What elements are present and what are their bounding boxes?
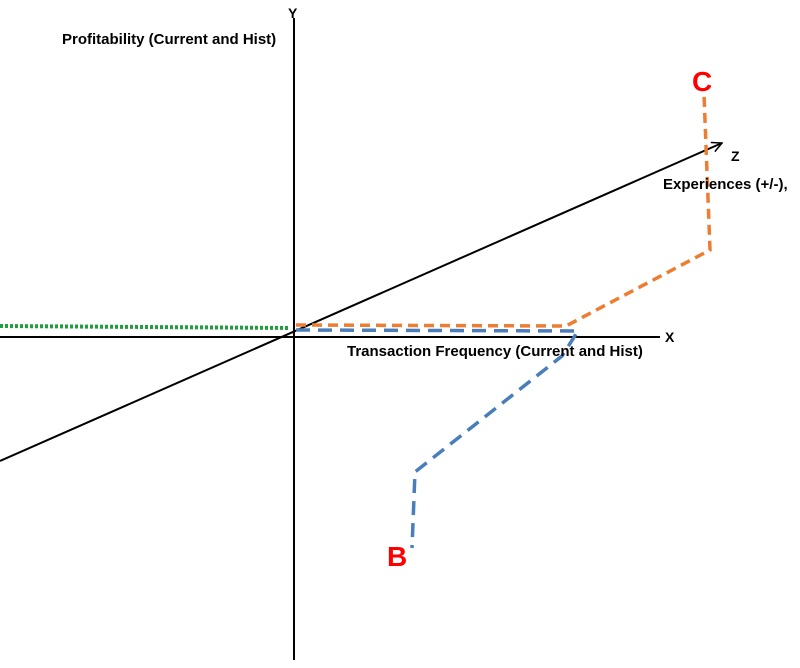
point-c-label: C <box>692 66 712 97</box>
z-axis-letter: Z <box>731 148 740 164</box>
y-axis-letter: Y <box>288 5 298 21</box>
point-b-label: B <box>387 541 407 572</box>
z-axis-line <box>0 143 722 462</box>
z-axis-label: Experiences (+/-), <box>663 176 788 193</box>
y-axis-label: Profitability (Current and Hist) <box>62 31 276 48</box>
x-axis-letter: X <box>665 329 675 345</box>
green-dotted-path <box>0 324 291 330</box>
x-axis-label: Transaction Frequency (Current and Hist) <box>347 343 643 360</box>
path-b <box>295 328 582 549</box>
path-c <box>295 93 712 328</box>
